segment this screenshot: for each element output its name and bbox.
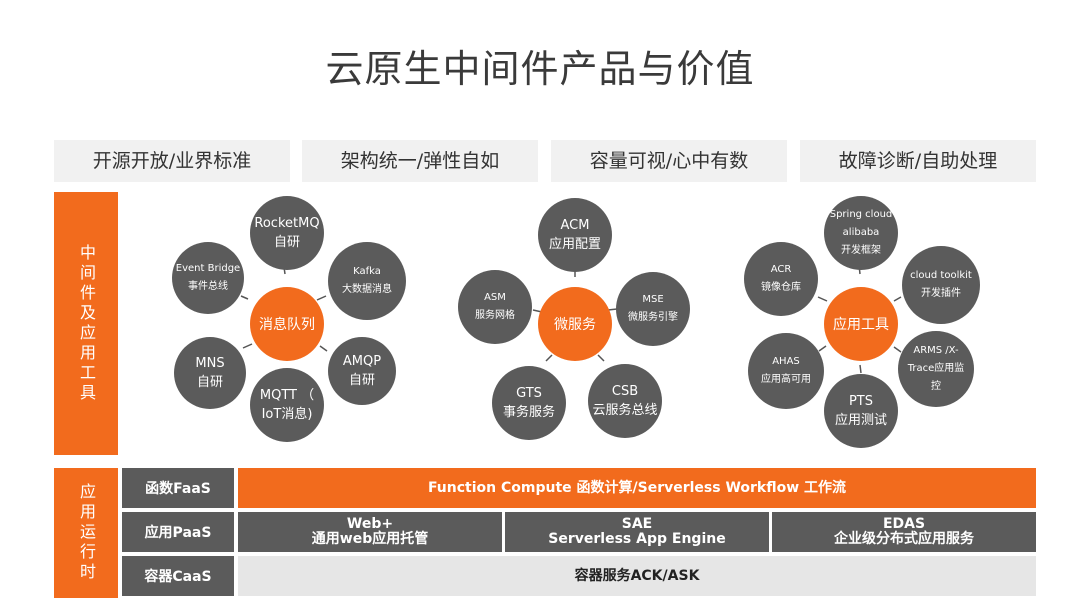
caas-content: 容器服务ACK/ASK [238,556,1036,596]
paas-web-plus: Web+ 通用web应用托管 [238,512,502,552]
node-kafka-name: Kafka [353,266,381,277]
header-open-source: 开源开放/业界标准 [54,140,290,182]
node-spring-cloud-name: Spring cloud [829,209,893,220]
node-gts: GTS 事务服务 [492,366,566,440]
node-spring-cloud-desc: 开发框架 [841,245,881,256]
paas-sae-name: SAE [621,516,653,532]
node-rocketmq-desc: 自研 [273,235,300,250]
node-mns-name: MNS [195,356,225,371]
node-mns-desc: 自研 [196,375,223,390]
paas-edas: EDAS 企业级分布式应用服务 [772,512,1036,552]
paas-web-plus-name: Web+ [346,516,394,532]
node-cloud-toolkit-desc: 开发插件 [921,288,961,299]
node-csb-desc: 云服务总线 [592,403,658,418]
faas-content: Function Compute 函数计算/Serverless Workflo… [238,468,1036,508]
node-mqtt-desc: IoT消息) [261,407,313,422]
node-arms-sub: Trace应用监 [907,363,965,374]
node-acm-desc: 应用配置 [548,237,601,252]
node-mse-name: MSE [642,294,664,305]
node-ahas-desc: 应用高可用 [761,374,811,385]
node-event-bridge-name: Event Bridge [175,263,241,274]
side-label-runtime: 应用运行时 [54,468,118,598]
node-cloud-toolkit: cloud toolkit 开发插件 [902,246,980,324]
node-gts-name: GTS [516,386,542,401]
page-title: 云原生中间件产品与价值 [325,47,755,91]
node-mse: MSE 微服务引擎 [616,272,690,346]
node-event-bridge-desc: 事件总线 [188,281,228,292]
paas-edas-name: EDAS [882,516,926,532]
paas-edas-desc: 企业级分布式应用服务 [834,531,974,547]
center-message-queue: 消息队列 [250,287,324,361]
node-spring-cloud-sub: alibaba [842,227,880,238]
node-mns: MNS 自研 [174,337,246,409]
node-mqtt-name: MQTT （ [259,388,315,403]
center-microservices: 微服务 [538,287,612,361]
node-rocketmq-name: RocketMQ [254,216,320,231]
node-mse-desc: 微服务引擎 [628,312,678,323]
side-label-tools: 中间件及应用工具 [54,192,118,455]
node-kafka: Kafka 大数据消息 [328,242,406,320]
node-csb: CSB 云服务总线 [588,364,662,438]
node-acr-desc: 镜像仓库 [761,282,801,293]
row-label-paas: 应用PaaS [122,512,234,552]
node-amqp: AMQP 自研 [328,337,396,405]
node-pts-desc: 应用测试 [834,413,887,428]
node-asm: ASM 服务网格 [458,270,532,344]
node-acr-name: ACR [770,264,792,275]
node-cloud-toolkit-name: cloud toolkit [910,270,972,281]
node-ahas: AHAS 应用高可用 [748,333,824,409]
side-label-runtime-text: 应用运行时 [77,483,96,583]
node-arms: ARMS /X- Trace应用监 控 [898,331,974,407]
node-amqp-desc: 自研 [348,373,375,388]
paas-sae: SAE Serverless App Engine [505,512,769,552]
node-rocketmq: RocketMQ 自研 [250,196,324,270]
center-app-tools: 应用工具 [824,287,898,361]
node-acm-name: ACM [560,218,590,233]
node-mqtt: MQTT （ IoT消息) [250,368,324,442]
header-architecture: 架构统一/弹性自如 [302,140,538,182]
node-spring-cloud: Spring cloud alibaba 开发框架 [824,196,898,270]
node-arms-desc: 控 [931,381,941,392]
paas-sae-desc: Serverless App Engine [548,531,726,547]
node-asm-desc: 服务网格 [475,310,515,321]
row-label-faas: 函数FaaS [122,468,234,508]
node-amqp-name: AMQP [342,354,382,369]
node-pts-name: PTS [848,394,874,409]
node-acm: ACM 应用配置 [538,198,612,272]
node-acr: ACR 镜像仓库 [744,242,818,316]
node-arms-name: ARMS /X- [913,345,959,356]
row-label-caas: 容器CaaS [122,556,234,596]
node-asm-name: ASM [484,292,506,303]
node-csb-name: CSB [611,384,639,399]
side-label-tools-text: 中间件及应用工具 [77,243,96,404]
node-gts-desc: 事务服务 [502,405,555,420]
node-kafka-desc: 大数据消息 [342,284,392,295]
node-ahas-name: AHAS [772,356,800,367]
node-event-bridge: Event Bridge 事件总线 [172,242,244,314]
paas-web-plus-desc: 通用web应用托管 [311,531,429,547]
node-pts: PTS 应用测试 [824,374,898,448]
header-diagnosis: 故障诊断/自助处理 [800,140,1036,182]
header-capacity: 容量可视/心中有数 [551,140,787,182]
